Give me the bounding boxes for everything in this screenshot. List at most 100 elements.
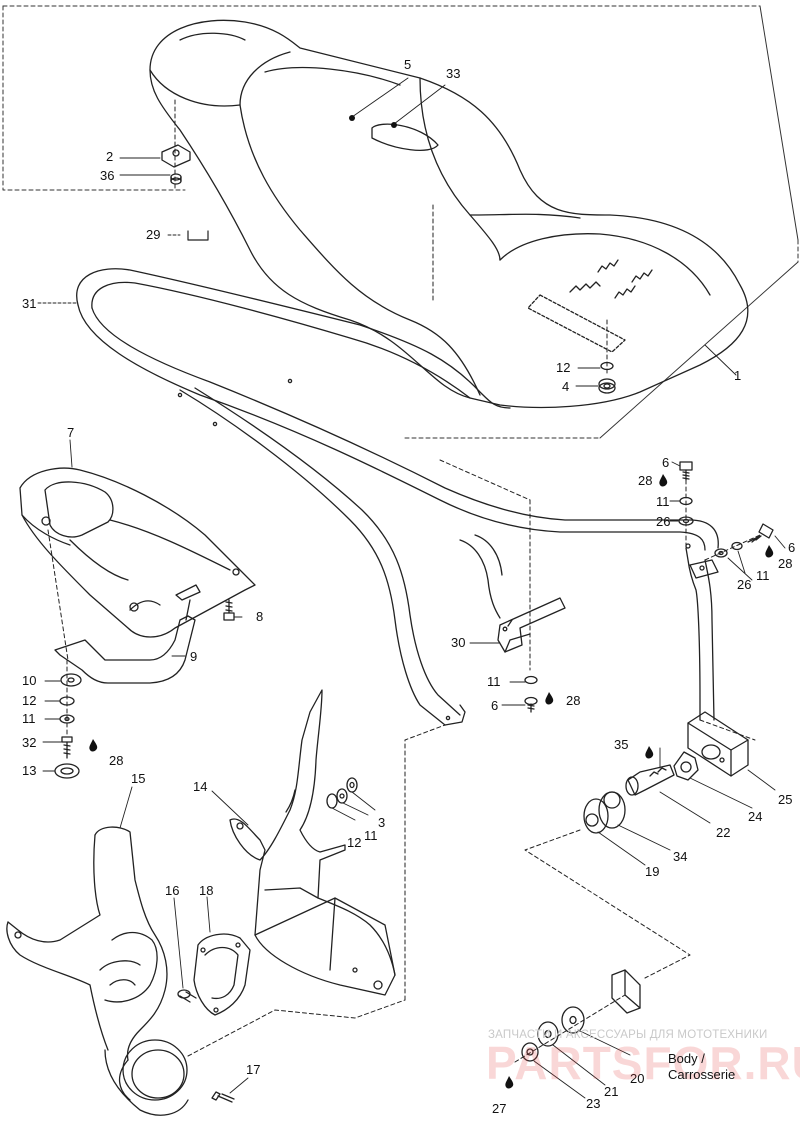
block-25 [687, 711, 749, 777]
label-part-19: 19 [645, 864, 660, 879]
label-part-21: 21 [604, 1084, 619, 1099]
nut-10 [60, 673, 82, 687]
label-part-30: 30 [451, 635, 466, 650]
screw-6-c [524, 696, 538, 713]
bolt-16 [177, 989, 197, 1003]
washer-11-b [731, 541, 743, 551]
label-part-17: 17 [246, 1062, 261, 1077]
screw-6-a [679, 461, 693, 481]
label-part-12-low: 12 [347, 835, 362, 850]
washer-21 [537, 1021, 559, 1047]
bolt-22 [625, 764, 675, 796]
label-part-34: 34 [673, 849, 688, 864]
seat-bracket-2 [161, 144, 191, 168]
swing-arm-leader-2 [404, 724, 446, 1001]
label-part-26-top: 26 [656, 514, 671, 529]
label-part-7: 7 [67, 425, 75, 440]
label-part-6-mid: 6 [491, 698, 499, 713]
label-part-11-mid: 11 [487, 674, 501, 689]
label-part-3: 3 [378, 815, 386, 830]
label-part-9: 9 [190, 649, 198, 664]
screw-leader-side [704, 534, 761, 561]
label-leaders [37, 77, 786, 1099]
bracket-30 [497, 597, 566, 653]
oil-drop-icons [89, 474, 774, 1089]
label-part-11-left: 11 [22, 711, 36, 726]
bolt-leader-body [524, 829, 691, 979]
watermark-logo: PARTSFOR.RU [486, 1037, 800, 1089]
label-part-11-low: 11 [364, 828, 378, 843]
grab-handle-frame [76, 268, 719, 726]
swing-arm-15 [6, 826, 189, 1116]
label-part-5: 5 [404, 57, 412, 72]
label-part-23: 23 [586, 1096, 601, 1111]
rear-fender-7 [19, 467, 256, 638]
label-part-28-left: 28 [109, 753, 124, 768]
label-part-16: 16 [165, 883, 180, 898]
label-part-6-top: 6 [662, 455, 670, 470]
bumper-19 [583, 798, 609, 834]
screw-leader-30b [439, 459, 531, 501]
watermark-caption: ЗАПЧАСТИ И АКСЕССУАРЫ ДЛЯ МОТОТЕХНИКИ [488, 1029, 768, 1041]
bracket-9 [54, 584, 201, 684]
seat-point-dots [349, 115, 397, 128]
screw-32 [61, 736, 73, 759]
bumper-34 [598, 791, 626, 829]
seat [149, 19, 749, 409]
label-part-8: 8 [256, 609, 264, 624]
label-part-22: 22 [716, 825, 731, 840]
label-part-24: 24 [748, 809, 763, 824]
bolt-leader-25 [699, 719, 756, 741]
washer-26-b [714, 548, 728, 558]
mudguard-14 [229, 689, 396, 996]
part-29-symbol [187, 230, 209, 241]
label-part-35: 35 [614, 737, 629, 752]
seat-nut-4 [598, 378, 616, 394]
label-part-36: 36 [100, 168, 115, 183]
grommet-13 [54, 763, 80, 779]
nut-24 [673, 751, 699, 781]
washer-12-c [326, 793, 338, 809]
label-part-13: 13 [22, 763, 37, 778]
label-part-25: 25 [778, 792, 793, 807]
label-part-27: 27 [492, 1101, 507, 1116]
fender-leader [47, 529, 69, 661]
screw-8 [223, 599, 235, 621]
label-part-18: 18 [199, 883, 214, 898]
nut-23 [521, 1042, 539, 1062]
seat-assembly-boundary [2, 5, 799, 439]
label-part-29: 29 [146, 227, 161, 242]
swing-arm-leader [187, 999, 406, 1057]
body-note-line1: Body / [668, 1051, 705, 1066]
label-part-4: 4 [562, 379, 570, 394]
label-part-1: 1 [734, 368, 742, 383]
label-part-20: 20 [630, 1071, 645, 1086]
label-part-32: 32 [22, 735, 37, 750]
label-part-28-top: 28 [638, 473, 653, 488]
label-part-12-seat: 12 [556, 360, 571, 375]
label-part-26-side: 26 [737, 577, 752, 592]
label-part-15: 15 [131, 771, 146, 786]
label-part-28-mid: 28 [566, 693, 581, 708]
seat-nut-36 [170, 173, 182, 185]
washer-11-c [524, 675, 538, 685]
body-plate [611, 969, 641, 1014]
washer-11-e [336, 788, 348, 804]
label-part-10: 10 [22, 673, 37, 688]
label-part-33: 33 [446, 66, 461, 81]
nut-3 [346, 777, 358, 793]
label-part-31: 31 [22, 296, 37, 311]
seat-assembly-boundary-solid [599, 5, 799, 439]
cover-18 [193, 933, 251, 1016]
label-part-6-side: 6 [788, 540, 796, 555]
screw-6-b [747, 523, 774, 543]
label-part-11-side: 11 [756, 568, 770, 583]
screw-17 [211, 1091, 235, 1103]
label-part-14: 14 [193, 779, 208, 794]
label-part-12-left: 12 [22, 693, 37, 708]
washer-leader [514, 994, 626, 1063]
label-part-11-top: 11 [656, 494, 670, 509]
label-part-28-side: 28 [778, 556, 793, 571]
label-part-2: 2 [106, 149, 114, 164]
